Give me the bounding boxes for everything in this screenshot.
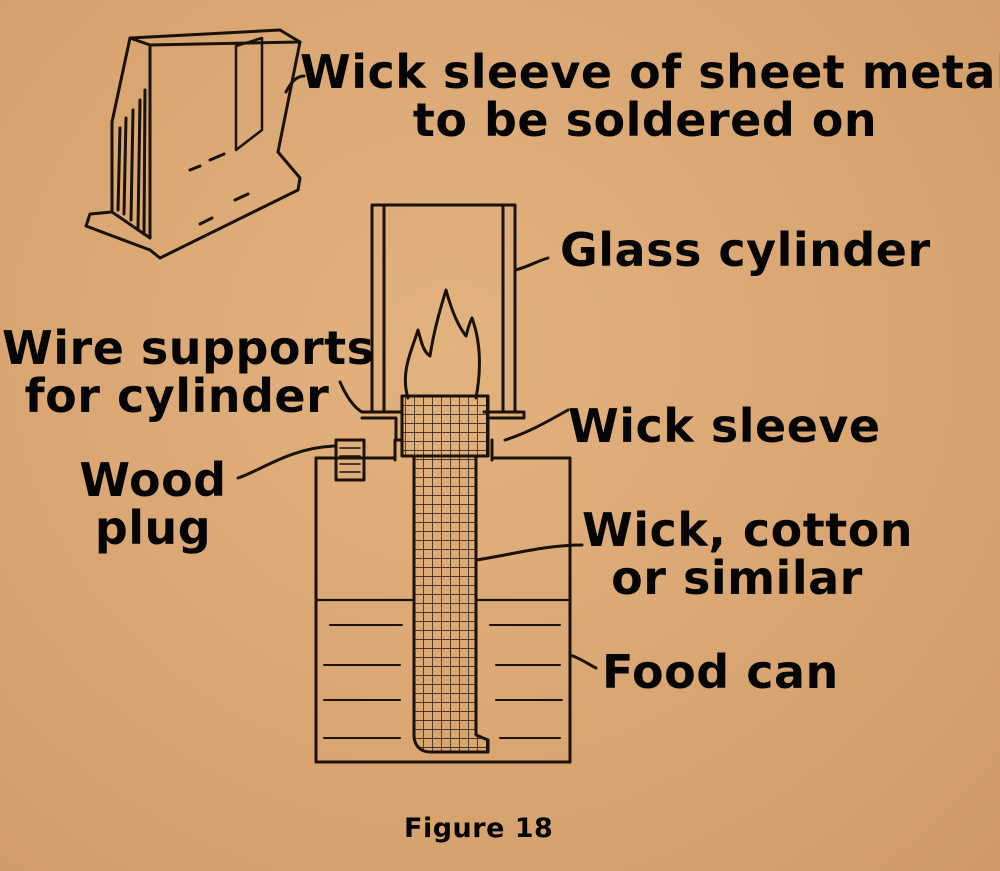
label-wick-sleeve: Wick sleeve: [568, 399, 881, 453]
figure-caption: Figure 18: [404, 813, 554, 844]
label-wood-plug: Wood plug: [79, 453, 227, 556]
wick-sleeve-sketch: [84, 28, 306, 260]
label-food-can: Food can: [602, 645, 839, 699]
wood-plug: [236, 438, 366, 482]
label-wire-supports: Wire supports for cylinder: [2, 321, 375, 424]
glass-cylinder: [370, 203, 550, 414]
label-glass-cylinder: Glass cylinder: [560, 223, 931, 277]
wick: [400, 394, 490, 458]
flame: [403, 288, 481, 400]
label-wick: Wick, cotton or similar: [582, 503, 914, 606]
label-wick-sleeve-sheet-metal: Wick sleeve of sheet metal, to be solder…: [300, 45, 1000, 148]
food-can: [314, 456, 598, 764]
